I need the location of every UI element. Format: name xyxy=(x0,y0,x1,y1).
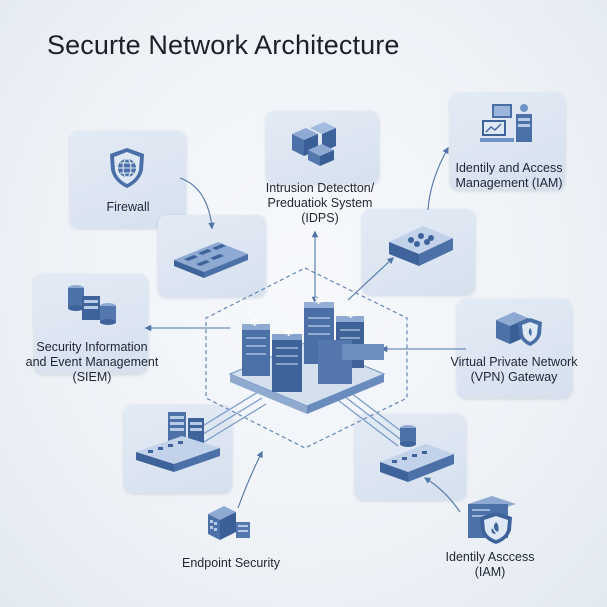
link-endpoint xyxy=(237,450,263,509)
svg-text:✱: ✱ xyxy=(284,326,293,339)
core-zone-outline xyxy=(205,267,408,449)
link-iam-top xyxy=(427,146,449,211)
shield-device-icon xyxy=(468,496,516,544)
endpoint-label: Endpoint Security xyxy=(182,556,280,570)
svg-text:✱: ✱ xyxy=(314,294,323,307)
workstation-icon xyxy=(480,104,532,142)
cable-right-1 xyxy=(329,393,399,447)
svg-text:✱: ✱ xyxy=(250,316,259,329)
page-title: Securte Network Architecture xyxy=(47,30,400,60)
server-blocks-icon xyxy=(292,122,336,166)
cable-left-3 xyxy=(203,403,267,443)
database-cluster-icon xyxy=(68,285,116,325)
siem-label: Security Information and Event Managemen… xyxy=(25,340,159,384)
iam-bottom-label: Identily Asccess (IAM) xyxy=(445,550,535,579)
iam-top-label: Identily and Access Management (IAM) xyxy=(455,161,563,190)
svg-text:✱: ✱ xyxy=(346,308,355,321)
link-firewall xyxy=(179,177,215,230)
core-server-cluster-icon[interactable]: ✱ ✱ ✱ ✱ xyxy=(222,282,392,417)
cable-left-2 xyxy=(199,397,263,437)
building-icon xyxy=(208,506,250,540)
link-router xyxy=(347,257,394,301)
vpn-shield-icon xyxy=(496,312,542,346)
shield-globe-icon xyxy=(110,148,144,188)
rack-switch-icon xyxy=(136,412,220,472)
idps-label: Intrusion Detectton/ Preduatiok System (… xyxy=(265,181,375,225)
firewall-appliance-icon xyxy=(174,242,248,278)
cable-left-1 xyxy=(195,391,259,431)
firewall-label: Firewall xyxy=(106,200,150,214)
vpn-label: Virtual Private Network (VPN) Gateway xyxy=(450,355,578,384)
cable-right-2 xyxy=(335,389,405,443)
router-appliance-icon xyxy=(389,226,453,266)
siem-card[interactable] xyxy=(34,274,148,374)
storage-switch-icon xyxy=(380,425,454,482)
link-iam-bottom xyxy=(423,477,461,513)
